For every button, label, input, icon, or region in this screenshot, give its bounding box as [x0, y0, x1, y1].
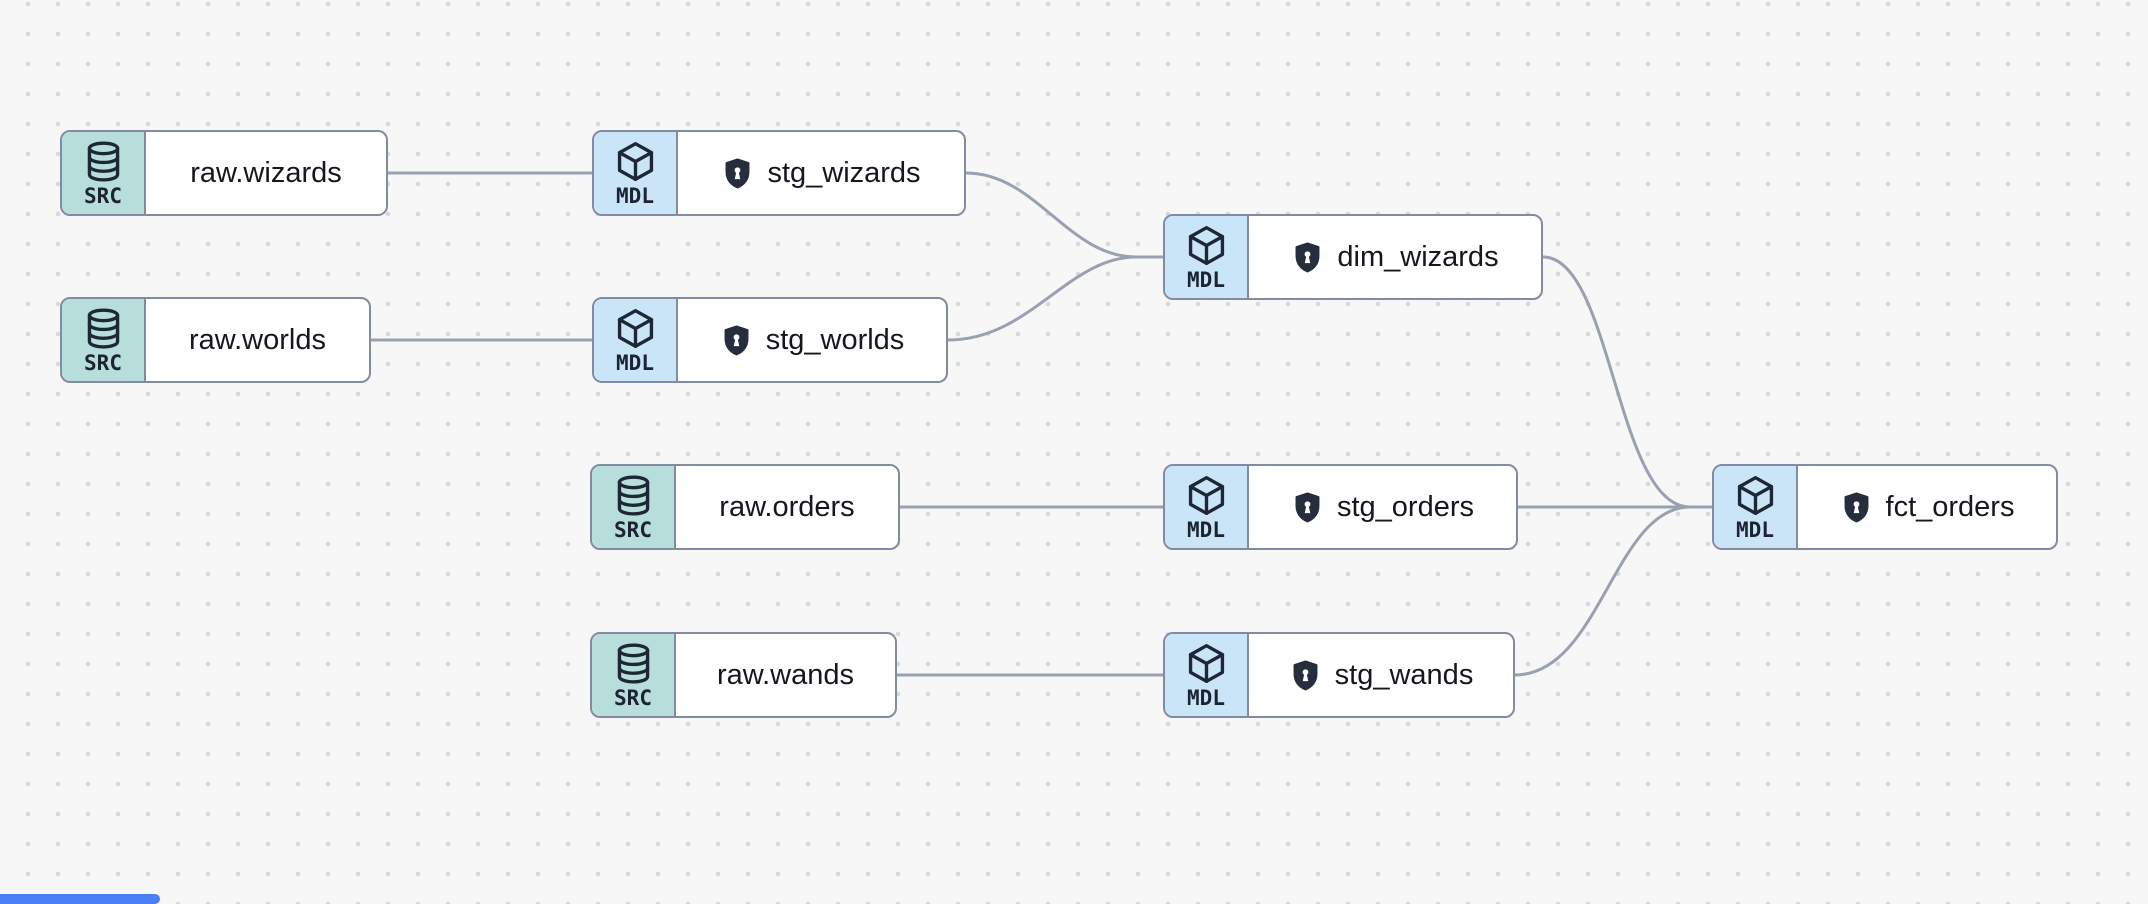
node-type-badge: SRC: [62, 132, 146, 214]
node-label: raw.wands: [716, 658, 854, 691]
database-icon: [81, 139, 126, 184]
node-dim-wizards[interactable]: MDL dim_wizards: [1163, 214, 1543, 300]
node-label: dim_wizards: [1337, 240, 1499, 273]
horizontal-scrollbar-thumb[interactable]: [0, 894, 160, 904]
node-label: stg_worlds: [765, 323, 905, 356]
badge-label: SRC: [84, 350, 122, 375]
database-icon: [81, 306, 126, 351]
node-type-badge: MDL: [1165, 466, 1249, 548]
edge-stg-wizards-dim-wizards: [964, 171, 1165, 259]
cube-icon: [613, 306, 658, 351]
badge-label: MDL: [1736, 517, 1774, 542]
node-body: stg_orders: [1249, 466, 1516, 548]
shield-icon: [720, 324, 753, 357]
badge-label: MDL: [616, 183, 654, 208]
node-label: raw.orders: [719, 490, 855, 523]
node-body: fct_orders: [1798, 466, 2056, 548]
badge-label: SRC: [614, 517, 652, 542]
node-label: stg_wizards: [767, 156, 921, 189]
node-body: dim_wizards: [1249, 216, 1541, 298]
node-type-badge: MDL: [594, 132, 678, 214]
cube-icon: [1184, 641, 1229, 686]
node-body: stg_wands: [1249, 634, 1513, 716]
shield-icon: [721, 157, 754, 190]
shield-icon: [1840, 491, 1873, 524]
node-type-badge: SRC: [62, 299, 146, 381]
node-body: raw.orders: [676, 466, 898, 548]
node-raw-wands[interactable]: SRC raw.wands: [590, 632, 897, 718]
node-label: fct_orders: [1885, 490, 2015, 523]
badge-label: SRC: [84, 183, 122, 208]
shield-icon: [1291, 491, 1324, 524]
badge-label: MDL: [616, 350, 654, 375]
node-type-badge: MDL: [1165, 634, 1249, 716]
badge-label: MDL: [1187, 267, 1225, 292]
node-type-badge: SRC: [592, 466, 676, 548]
node-body: raw.wands: [676, 634, 895, 716]
node-type-badge: MDL: [1714, 466, 1798, 548]
node-type-badge: MDL: [1165, 216, 1249, 298]
database-icon: [611, 473, 656, 518]
node-type-badge: SRC: [592, 634, 676, 716]
node-label: raw.worlds: [189, 323, 326, 356]
node-body: raw.wizards: [146, 132, 386, 214]
node-stg-orders[interactable]: MDL stg_orders: [1163, 464, 1518, 550]
cube-icon: [1184, 473, 1229, 518]
node-stg-wizards[interactable]: MDL stg_wizards: [592, 130, 966, 216]
node-stg-worlds[interactable]: MDL stg_worlds: [592, 297, 948, 383]
node-body: stg_wizards: [678, 132, 964, 214]
node-body: stg_worlds: [678, 299, 946, 381]
node-stg-wands[interactable]: MDL stg_wands: [1163, 632, 1515, 718]
shield-icon: [1289, 659, 1322, 692]
cube-icon: [1184, 223, 1229, 268]
badge-label: MDL: [1187, 685, 1225, 710]
node-type-badge: MDL: [594, 299, 678, 381]
node-raw-orders[interactable]: SRC raw.orders: [590, 464, 900, 550]
node-label: stg_orders: [1336, 490, 1474, 523]
database-icon: [611, 641, 656, 686]
edge-dim-wizards-fct-orders: [1541, 255, 1714, 509]
node-raw-wizards[interactable]: SRC raw.wizards: [60, 130, 388, 216]
badge-label: MDL: [1187, 517, 1225, 542]
node-fct-orders[interactable]: MDL fct_orders: [1712, 464, 2058, 550]
node-raw-worlds[interactable]: SRC raw.worlds: [60, 297, 371, 383]
node-label: raw.wizards: [190, 156, 342, 189]
cube-icon: [613, 139, 658, 184]
node-body: raw.worlds: [146, 299, 369, 381]
node-label: stg_wands: [1334, 658, 1474, 691]
shield-icon: [1291, 241, 1324, 274]
edge-stg-wands-fct-orders: [1513, 505, 1692, 677]
edge-stg-worlds-dim-wizards: [946, 255, 1138, 342]
cube-icon: [1733, 473, 1778, 518]
badge-label: SRC: [614, 685, 652, 710]
